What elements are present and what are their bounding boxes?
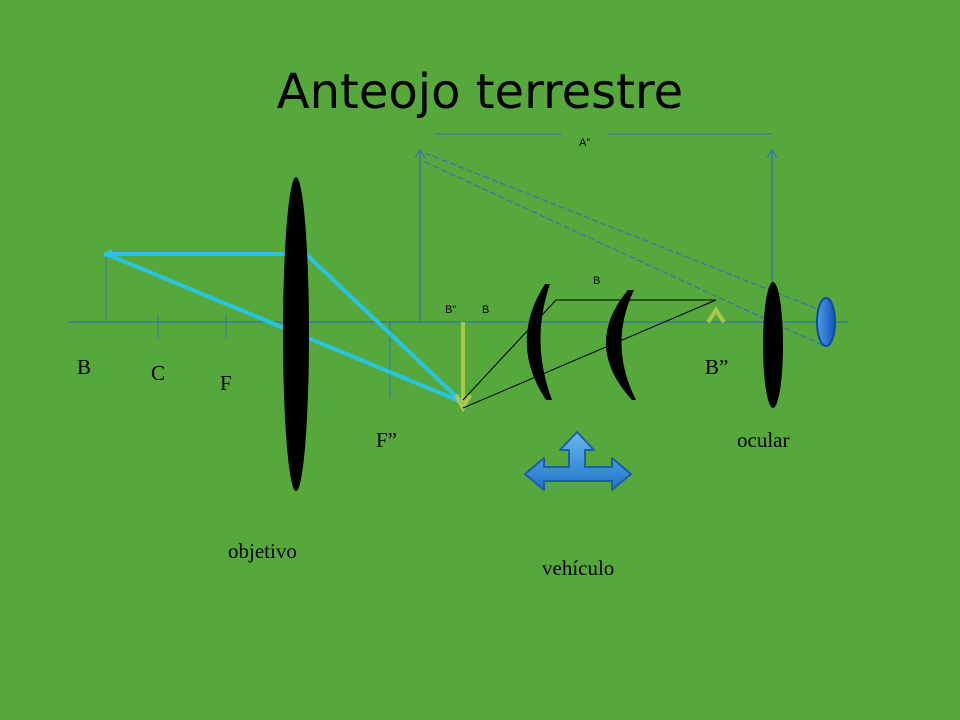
dashed-ray-lower [424,161,823,346]
label-f: F [220,371,232,395]
arrowhead-left [414,148,426,159]
relay-lens-2 [605,290,636,400]
label-ocular: ocular [737,428,789,452]
label-b-double-right: B” [705,355,728,379]
label-b-double-small: B” [445,304,456,316]
erect-image-arrowhead [706,306,726,324]
objective-lens [283,177,309,491]
page-title: Anteojo terrestre [277,64,683,120]
label-f-double: F” [376,428,397,452]
relay-lens-1 [526,284,552,400]
eye-lens-icon [816,297,836,347]
label-a-double: A” [579,137,590,149]
object-arrowhead [103,248,113,258]
label-b-upper-small: B [593,275,600,287]
label-c: C [151,361,165,385]
three-way-arrow-icon [524,431,632,491]
dashed-ray-upper [424,152,821,311]
relay-rays [462,299,717,409]
label-b-small: B [482,304,489,316]
ocular-lens [763,282,783,408]
label-b-object: B [77,355,91,379]
label-vehiculo: vehículo [542,556,614,580]
arrowhead-right [766,148,778,159]
label-objetivo: objetivo [228,539,297,563]
